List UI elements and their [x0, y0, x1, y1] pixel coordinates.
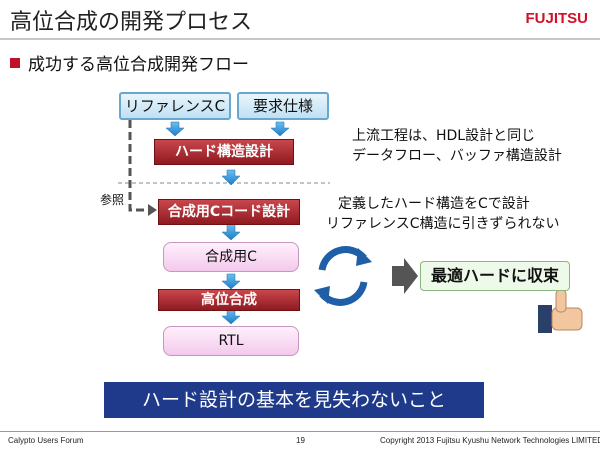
hardware-structure-design-box: ハード構造設計 — [154, 139, 294, 165]
footer-copyright: Copyright 2013 Fujitsu Kyushu Network Te… — [380, 436, 600, 445]
arrow-synthc-to-hls — [221, 273, 241, 290]
reference-arrowhead — [148, 204, 157, 216]
high-level-synthesis-box: 高位合成 — [158, 289, 300, 311]
slide-subtitle: 成功する高位合成開発フロー — [28, 55, 249, 75]
slide-title: 高位合成の開発プロセス — [10, 10, 253, 35]
rtl-box: RTL — [163, 326, 299, 356]
define-note-line1: 定義したハード構造をCで設計 — [338, 196, 530, 212]
footer-divider — [0, 431, 600, 432]
arrow-hw-to-synthdesign — [221, 169, 241, 186]
footer-page-number: 19 — [296, 436, 305, 445]
synthesis-c-box: 合成用C — [163, 242, 299, 272]
key-message-banner: ハード設計の基本を見失わないこと — [104, 382, 484, 418]
requirement-spec-box: 要求仕様 — [237, 92, 329, 120]
right-arrow-icon — [392, 258, 418, 294]
arrow-hls-to-rtl — [221, 308, 241, 325]
synthesis-c-code-design-box: 合成用Cコード設計 — [158, 199, 300, 225]
reference-label: 参照 — [100, 193, 125, 207]
arrow-refc-to-hw — [165, 121, 185, 137]
fujitsu-logo: FUJITSU — [525, 10, 588, 27]
footer-forum: Calypto Users Forum — [8, 436, 84, 445]
define-note-line2: リファレンスC構造に引きずられない — [326, 216, 560, 232]
bullet-square-icon — [10, 58, 20, 68]
reference-dashed-line — [128, 120, 148, 212]
reference-c-box: リファレンスC — [119, 92, 231, 120]
upstream-note-line2: データフロー、バッファ構造設計 — [352, 148, 562, 164]
thumbs-up-icon — [538, 289, 583, 333]
arrow-synthdesign-to-synthc — [221, 223, 241, 241]
title-divider — [0, 38, 600, 40]
upstream-note-line1: 上流工程は、HDL設計と同じ — [352, 128, 536, 144]
optimal-hardware-result-box: 最適ハードに収束 — [420, 261, 570, 291]
arrow-req-to-hw — [270, 121, 290, 137]
